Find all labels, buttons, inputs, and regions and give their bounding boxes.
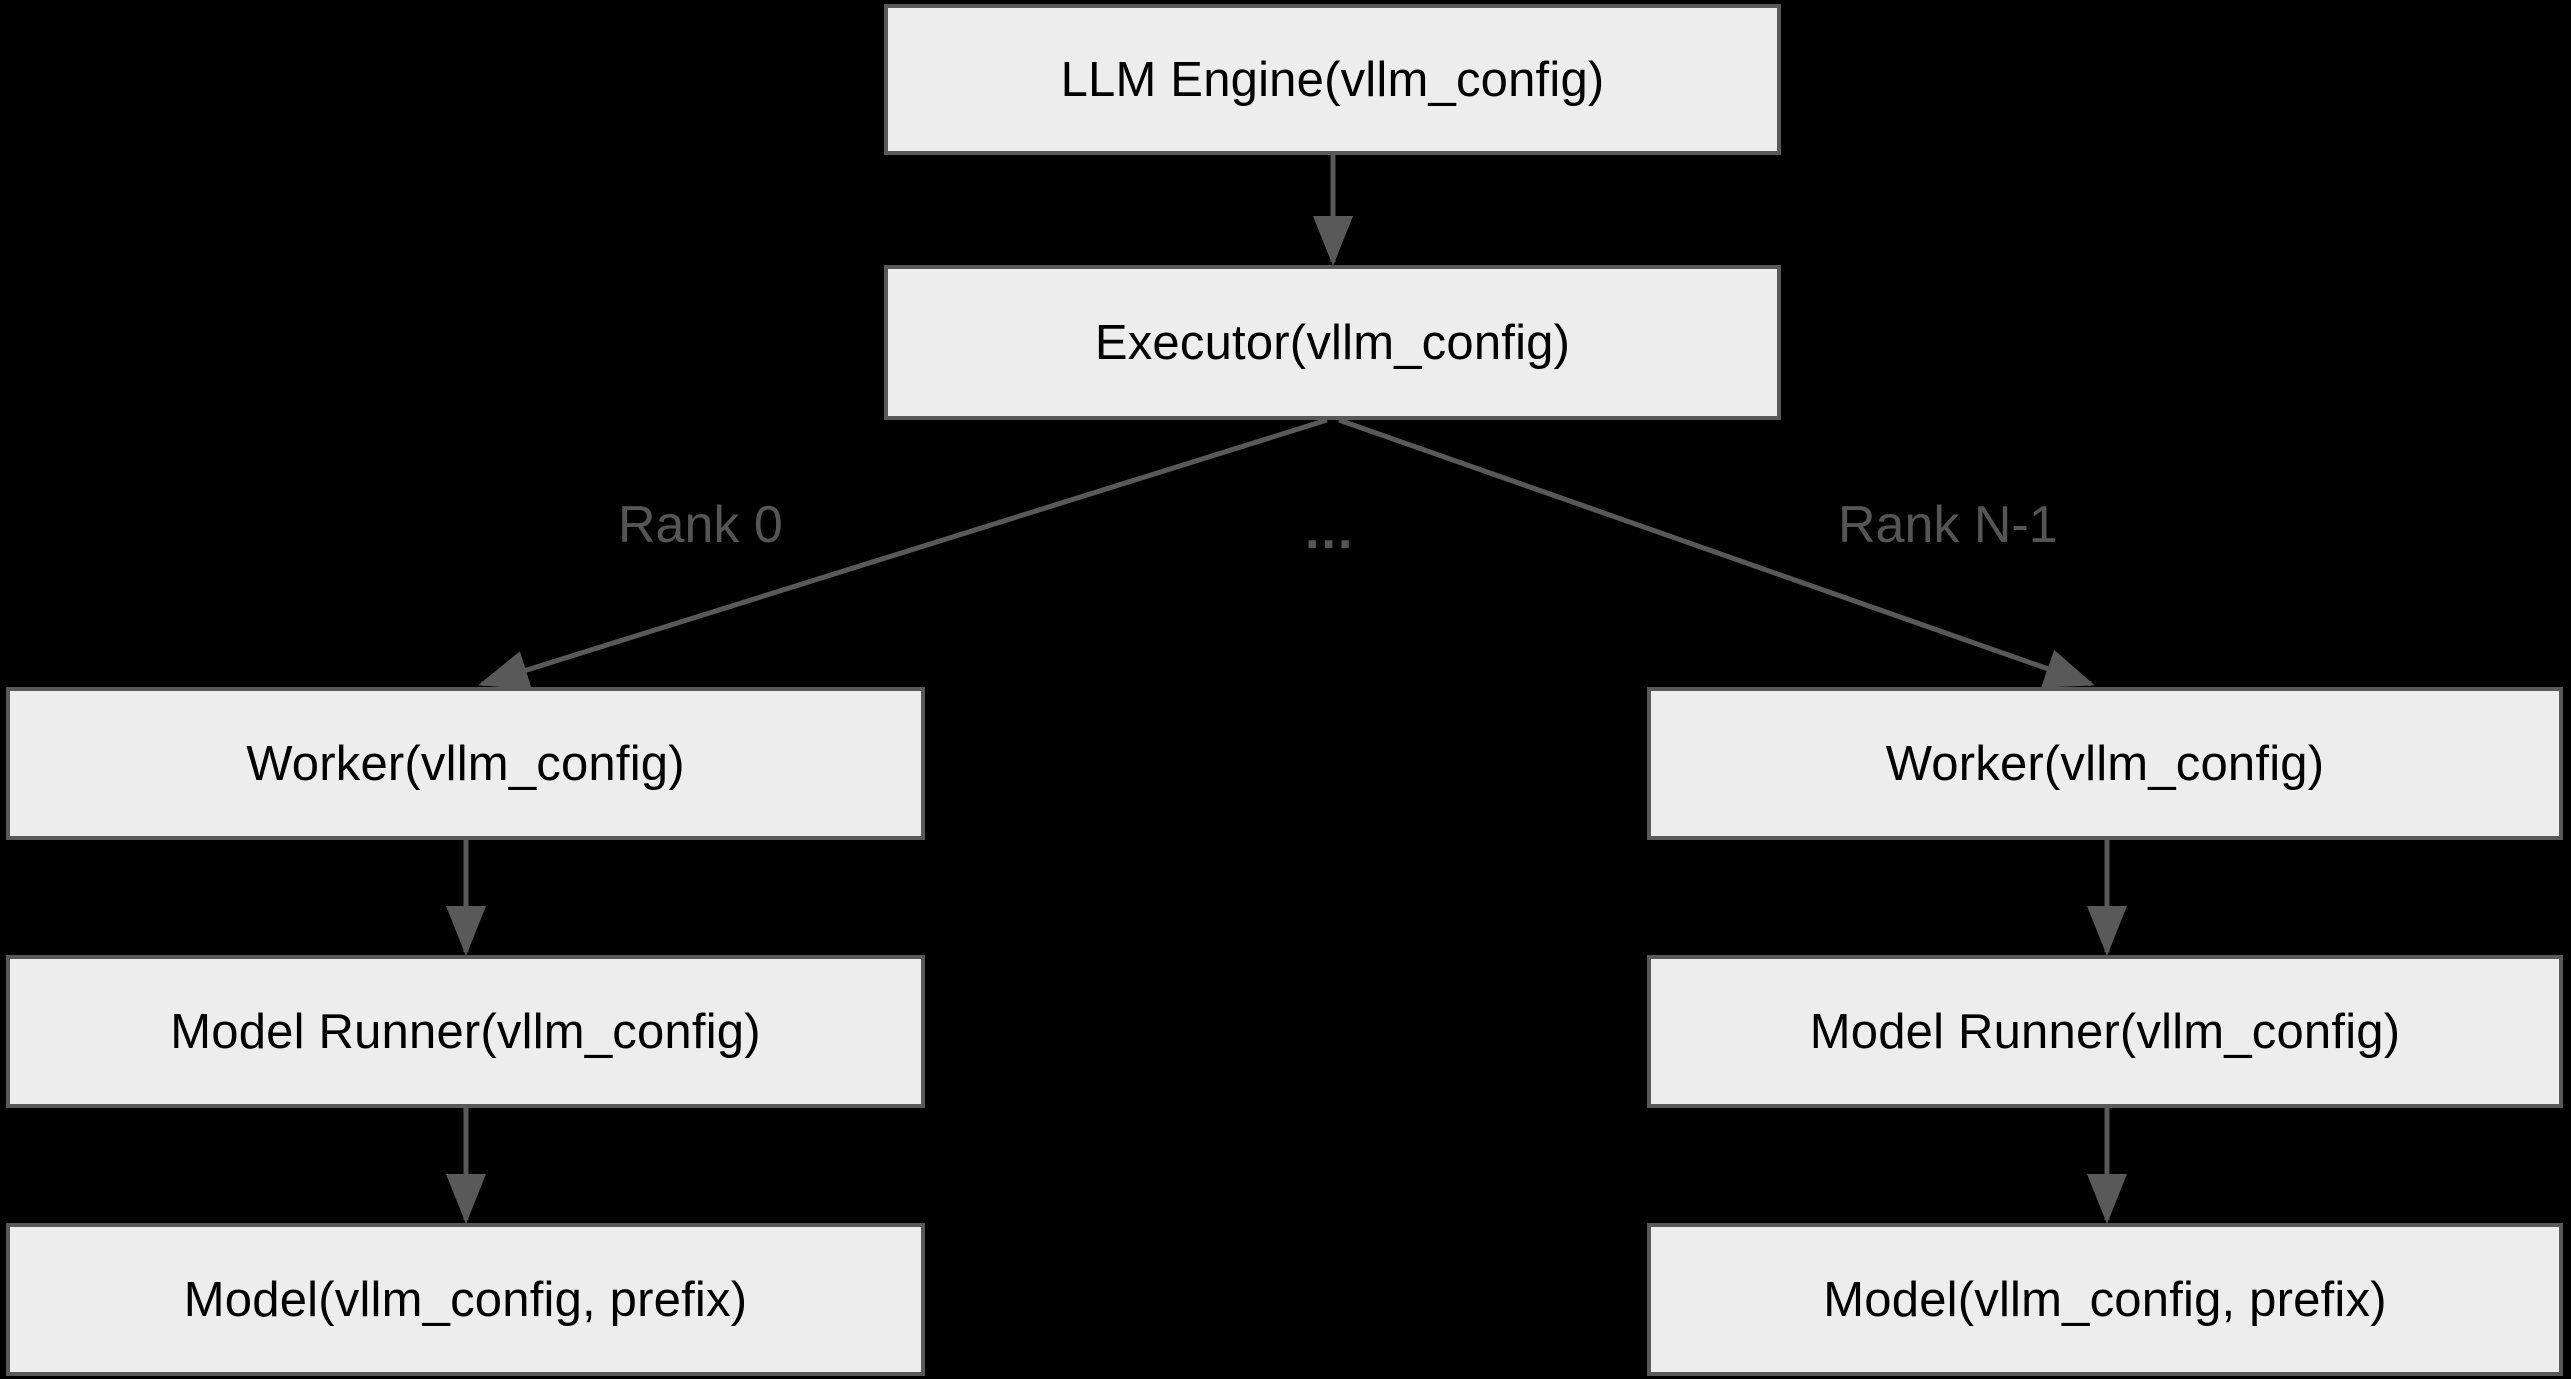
node-llm-engine[interactable]: LLM Engine(vllm_config): [884, 4, 1781, 155]
node-model-runner-rank-n-1[interactable]: Model Runner(vllm_config): [1647, 955, 2563, 1108]
node-model-rank-n-1-label: Model(vllm_config, prefix): [1823, 1272, 2387, 1327]
node-executor[interactable]: Executor(vllm_config): [884, 265, 1781, 420]
node-executor-label: Executor(vllm_config): [1094, 315, 1571, 370]
node-worker-rank-n-1[interactable]: Worker(vllm_config): [1647, 687, 2563, 840]
node-model-runner-rank-n-1-label: Model Runner(vllm_config): [1809, 1004, 2401, 1059]
node-worker-rank-n-1-label: Worker(vllm_config): [1885, 736, 2325, 791]
node-model-rank-0-label: Model(vllm_config, prefix): [183, 1272, 748, 1327]
edge-label-rank-n-1: Rank N-1: [1838, 496, 2058, 554]
edge-label-rank-0: Rank 0: [618, 496, 783, 554]
node-llm-engine-label: LLM Engine(vllm_config): [1060, 52, 1605, 107]
edge-executor-to-worker-left: [478, 417, 1328, 690]
node-model-rank-n-1[interactable]: Model(vllm_config, prefix): [1647, 1223, 2563, 1376]
edge-label-rank-ellipsis: ...: [1305, 502, 1355, 560]
node-worker-rank-0-label: Worker(vllm_config): [246, 736, 685, 791]
node-worker-rank-0[interactable]: Worker(vllm_config): [6, 687, 925, 840]
node-model-runner-rank-0-label: Model Runner(vllm_config): [170, 1004, 761, 1059]
node-model-rank-0[interactable]: Model(vllm_config, prefix): [6, 1223, 925, 1376]
node-model-runner-rank-0[interactable]: Model Runner(vllm_config): [6, 955, 925, 1108]
